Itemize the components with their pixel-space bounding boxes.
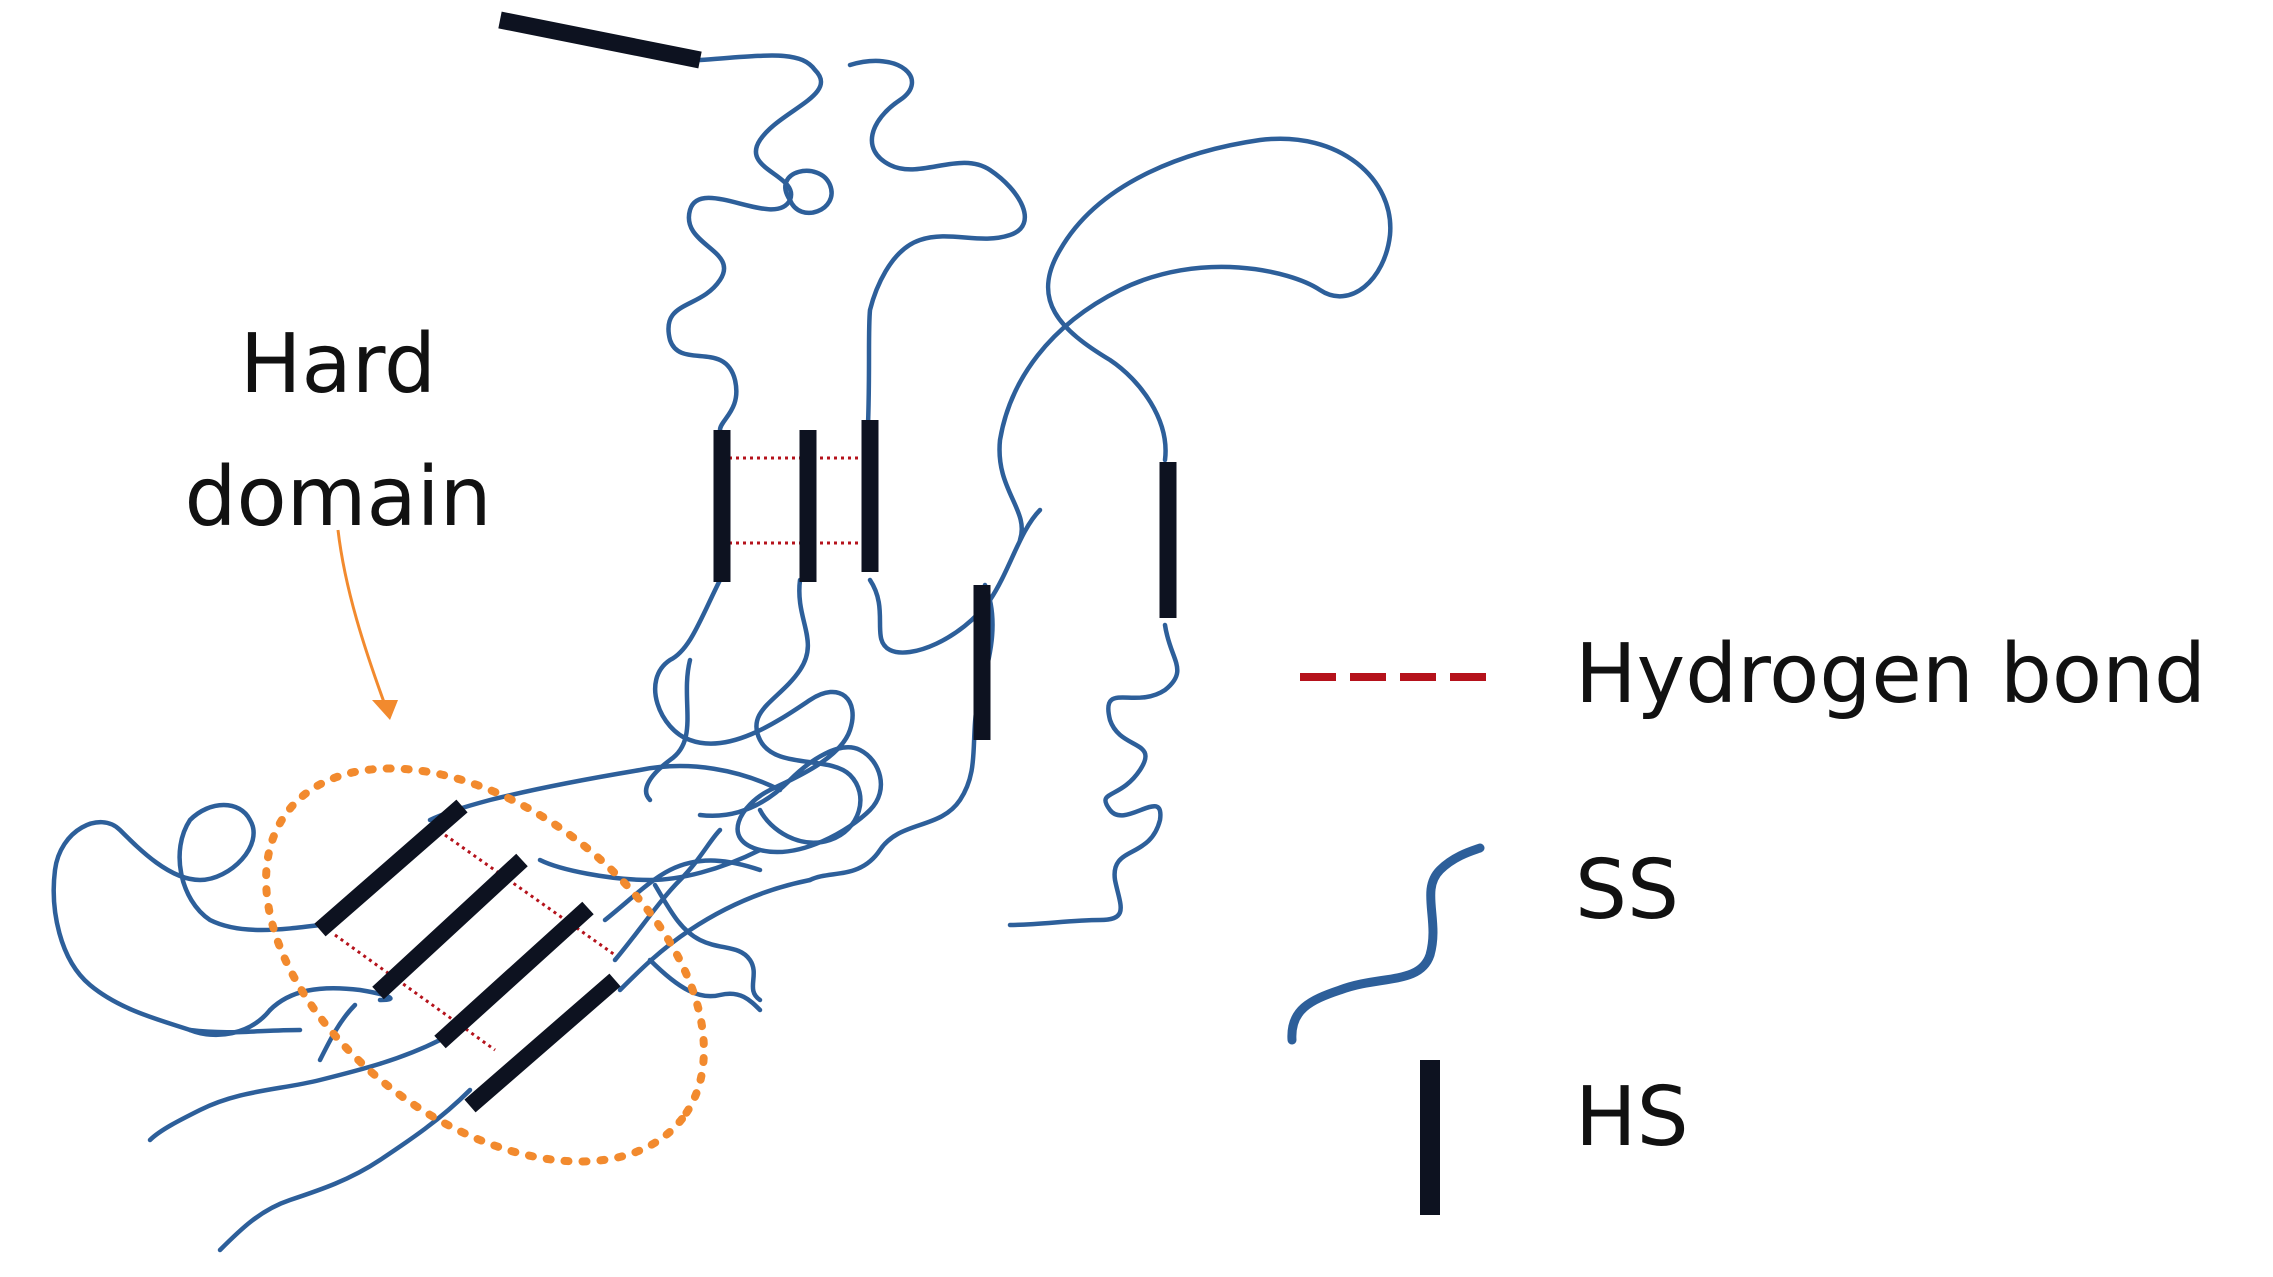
- hydrogen-bond: [334, 933, 496, 1052]
- soft-segment-chain: [537, 847, 763, 883]
- hard-segment: [498, 11, 702, 69]
- soft-segment-chain: [997, 136, 1393, 543]
- hard-domain-arrow-line: [336, 529, 387, 706]
- soft-segment-chain: [147, 1037, 443, 1143]
- soft-segment-chain: [617, 877, 813, 993]
- soft-segment-chain: [754, 577, 863, 845]
- soft-segment-chains: [51, 53, 1393, 1253]
- soft-segment-chain: [847, 58, 1028, 428]
- hard-domain-ellipse: [262, 764, 708, 1166]
- hard-domain-label-line1: Hard: [240, 317, 436, 412]
- soft-segment-chain: [612, 827, 723, 963]
- soft-segment-chain: [652, 577, 884, 855]
- soft-segment-chain: [647, 957, 763, 1013]
- hard-domain-label-line2: domain: [184, 450, 491, 545]
- hard-segment: [314, 799, 468, 937]
- legend-item-hydrogen-bond: Hydrogen bond: [1300, 627, 2206, 722]
- hs-legend-label: HS: [1575, 1070, 1689, 1165]
- soft-segment-swatch: [1287, 843, 1485, 1045]
- legend-item-ss: SS: [1287, 843, 1679, 1045]
- hard-segment: [464, 973, 621, 1113]
- legend: Hydrogen bond SS HS: [1287, 627, 2206, 1215]
- hard-domain-arrow-head: [372, 700, 398, 720]
- hydrogen-bond: [444, 833, 616, 957]
- legend-item-hs: HS: [1420, 1060, 1689, 1215]
- hard-segments: [314, 11, 1177, 1113]
- hard-domain-arrow: [336, 529, 398, 720]
- hydrogen-bond-legend-label: Hydrogen bond: [1575, 627, 2206, 722]
- soft-segment-chain: [427, 763, 783, 823]
- soft-segment-chain: [652, 882, 763, 1003]
- soft-segment-chain: [1007, 622, 1180, 928]
- soft-segment-chain: [643, 657, 693, 803]
- hard-segment: [434, 901, 594, 1049]
- soft-segment-chain: [666, 53, 824, 433]
- soft-segment-chain: [602, 858, 763, 923]
- soft-segment-chain: [217, 1087, 473, 1253]
- soft-segment-chain: [187, 1027, 303, 1035]
- soft-segment-chain: [867, 507, 1043, 655]
- hard-segment: [372, 853, 528, 1000]
- soft-segment-chain: [267, 985, 393, 1013]
- hydrogen-bonds: [334, 456, 870, 1052]
- soft-segment-chain: [51, 802, 323, 1038]
- soft-segment-chain: [783, 168, 834, 215]
- ss-legend-label: SS: [1575, 843, 1679, 938]
